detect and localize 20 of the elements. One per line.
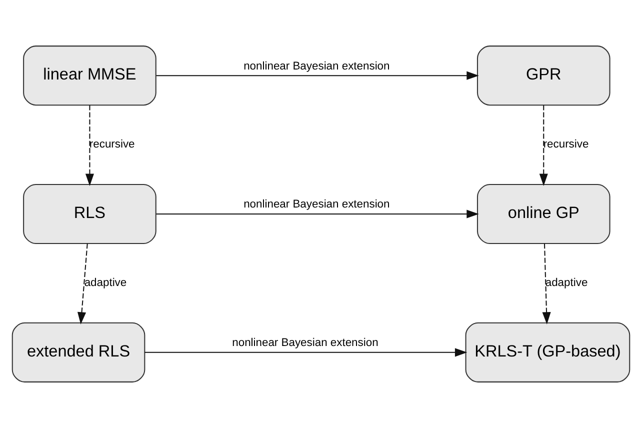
edge-label: nonlinear Bayesian extension	[232, 337, 378, 350]
edge-label: recursive	[89, 138, 135, 151]
node-box: linear MMSE	[23, 46, 156, 106]
arrow	[539, 105, 548, 186]
edge-label: recursive	[543, 138, 589, 151]
arrow	[144, 348, 468, 357]
arrow	[542, 244, 551, 324]
arrow	[156, 71, 479, 80]
node-box: GPR	[476, 46, 610, 106]
edge-label: adaptive	[84, 277, 127, 290]
arrow	[77, 244, 88, 324]
arrow	[156, 210, 479, 218]
edge-label: nonlinear Bayesian extension	[244, 60, 390, 72]
node-box: RLS	[23, 184, 156, 244]
node-box: extended RLS	[12, 322, 146, 382]
arrow	[85, 105, 94, 186]
edge-label: adaptive	[545, 277, 588, 290]
edge-label: nonlinear Bayesian extension	[244, 198, 390, 211]
node-box: online GP	[476, 184, 610, 244]
node-box: KRLS-T (GP-based)	[465, 322, 630, 382]
